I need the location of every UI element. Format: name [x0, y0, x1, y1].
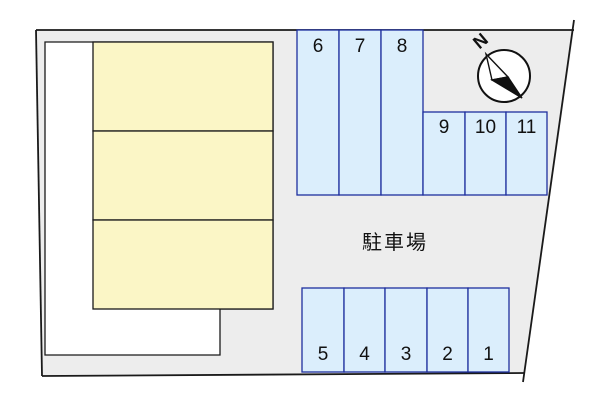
slot-number-9: 9 [438, 117, 450, 138]
parking-slot-4 [343, 287, 386, 373]
building-unit [92, 130, 274, 221]
slot-number-7: 7 [354, 36, 366, 57]
slot-number-8: 8 [396, 36, 408, 57]
slot-number-11: 11 [516, 117, 537, 138]
parking-slot-8 [380, 29, 424, 196]
parking-slot-6 [296, 29, 340, 196]
building-unit [92, 41, 274, 132]
parking-slot-7 [338, 29, 382, 196]
parking-slot-1 [467, 287, 510, 373]
slot-number-6: 6 [312, 36, 324, 57]
parking-slot-2 [426, 287, 469, 373]
parking-slot-10 [464, 111, 507, 196]
lot-bottom-boundary [41, 372, 526, 377]
parking-slot-3 [384, 287, 428, 373]
parking-lot-label: 駐車場 [362, 230, 428, 254]
lot-left-boundary [35, 29, 43, 377]
slot-number-4: 4 [359, 344, 370, 365]
building-unit [92, 219, 274, 310]
slot-number-1: 1 [483, 344, 494, 365]
slot-number-2: 2 [442, 344, 453, 365]
slot-number-5: 5 [317, 344, 329, 365]
parking-slot-11 [505, 111, 548, 196]
slot-number-3: 3 [400, 344, 412, 365]
lot-right-boundary [522, 19, 575, 383]
compass-icon [477, 49, 531, 103]
slot-number-10: 10 [474, 117, 497, 138]
